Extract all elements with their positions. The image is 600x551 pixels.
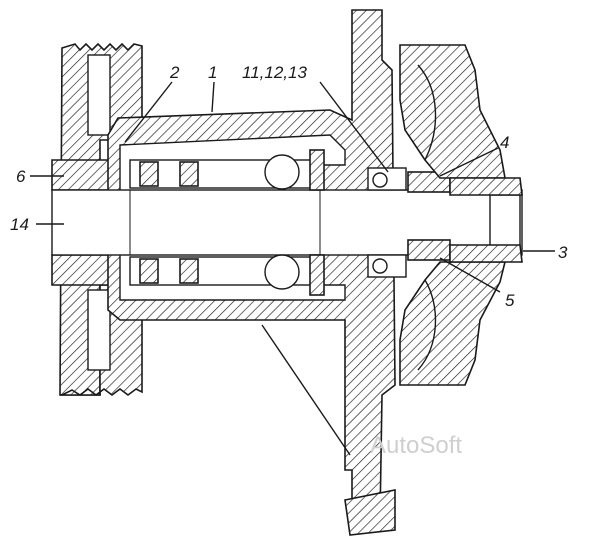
callout-14: 14 xyxy=(10,215,29,234)
callout-6: 6 xyxy=(16,167,26,186)
callout-4: 4 xyxy=(500,133,509,152)
bearing xyxy=(129,149,325,296)
watermark-text: AutoSoft xyxy=(370,432,462,459)
callout-1: 1 xyxy=(208,63,217,82)
callout-3: 3 xyxy=(558,243,568,262)
leader-lines xyxy=(30,81,555,456)
shaft-seal xyxy=(367,167,451,278)
callout-5: 5 xyxy=(505,291,515,310)
impeller xyxy=(399,44,523,386)
callout-11-12-13: 11,12,13 xyxy=(242,63,307,82)
callout-2: 2 xyxy=(169,63,180,82)
